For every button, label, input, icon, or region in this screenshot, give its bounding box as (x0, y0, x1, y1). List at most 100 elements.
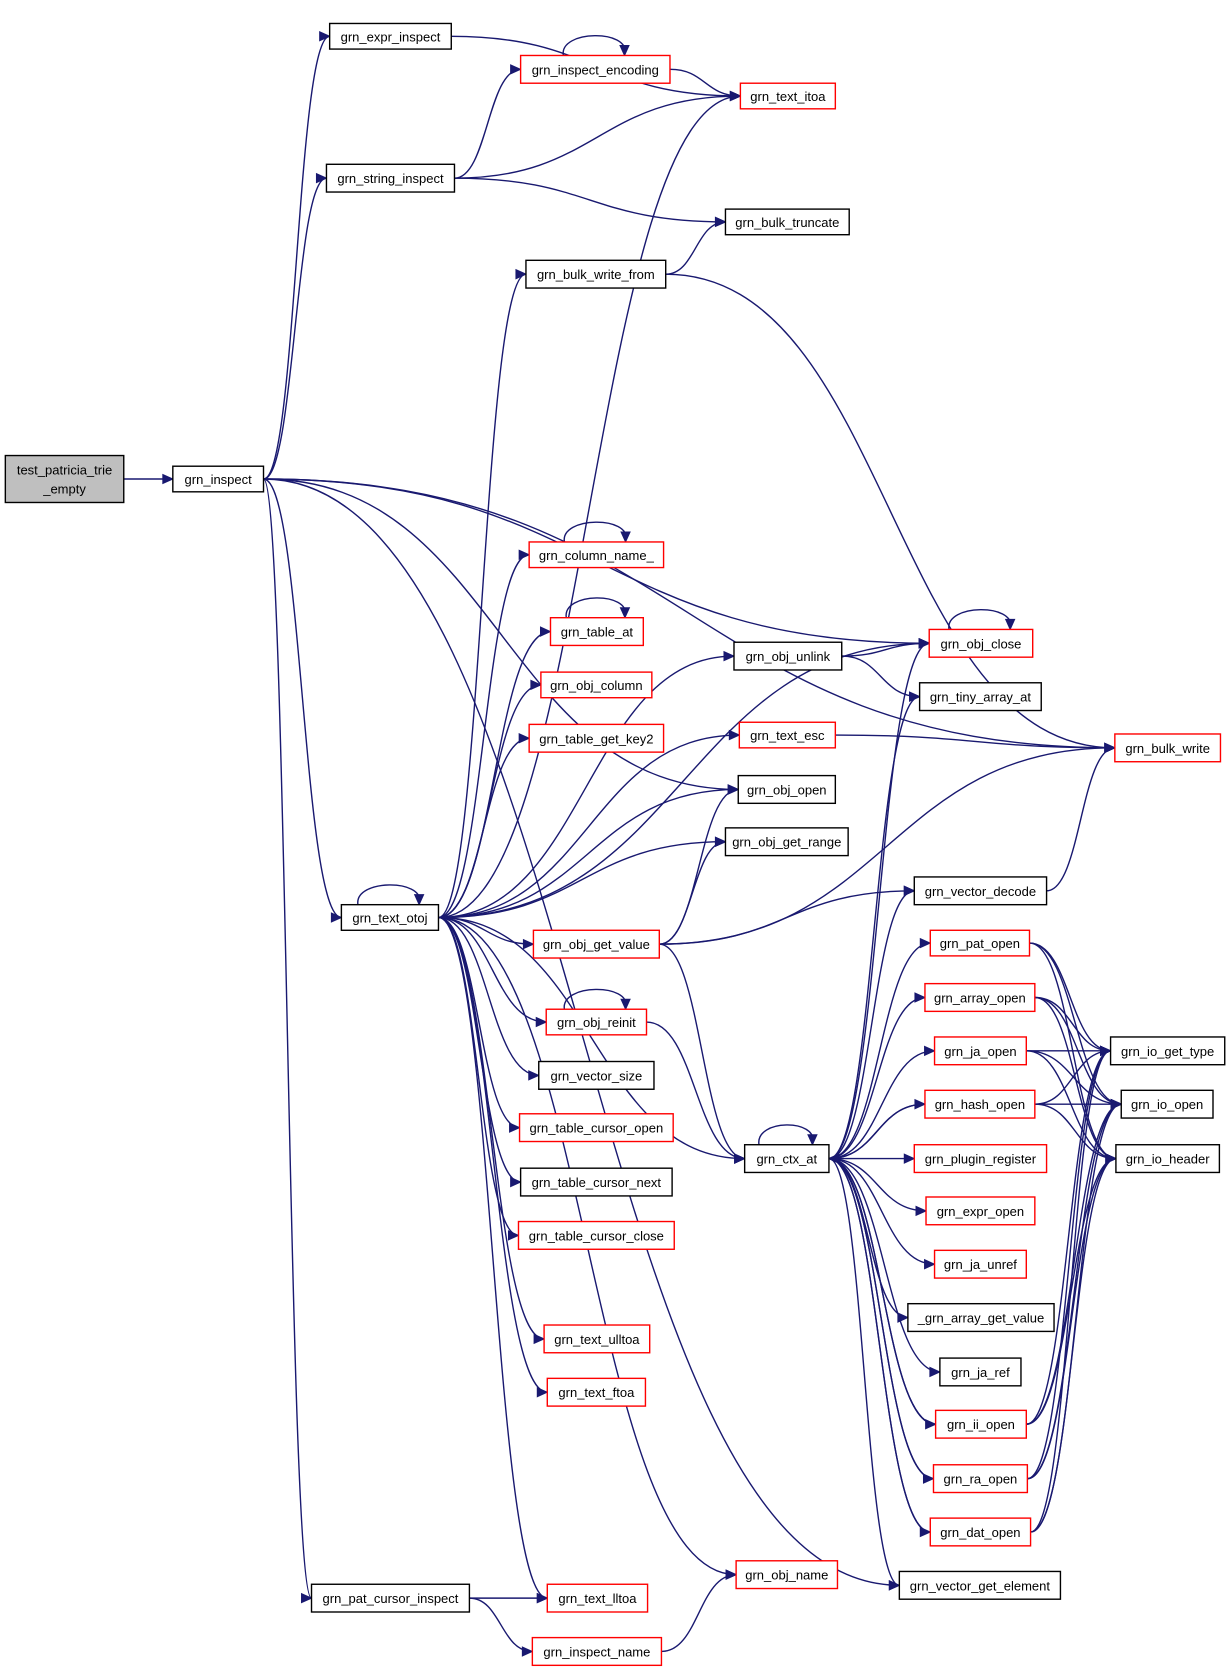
node-grn-text-ulltoa[interactable]: grn_text_ulltoa (543, 1324, 651, 1354)
node-grn-vector-get-element[interactable]: grn_vector_get_element (898, 1570, 1062, 1600)
node-grn-inspect[interactable]: grn_inspect (172, 465, 265, 493)
node-grn-obj-reinit[interactable]: grn_obj_reinit (545, 1008, 648, 1036)
call-edge-grn-ra-open-to-grn-ctx-at (828, 1157, 934, 1480)
call-edge-grn-obj-reinit-to-grn-ctx-at (646, 1021, 745, 1160)
node-grn-text-otoj[interactable]: grn_text_otoj (340, 903, 440, 931)
node-label: grn_bulk_write (1125, 741, 1210, 756)
node-grn-expr-inspect[interactable]: grn_expr_inspect (328, 22, 452, 50)
node-grn-table-cursor-open[interactable]: grn_table_cursor_open (518, 1113, 674, 1143)
node-label: grn_ja_open (944, 1044, 1016, 1059)
node-grn-bulk-write-from[interactable]: grn_bulk_write_from (525, 259, 667, 289)
node-grn-dat-open[interactable]: grn_dat_open (929, 1517, 1032, 1547)
node-grn-text-esc[interactable]: grn_text_esc (738, 721, 837, 749)
node-grn-bulk-truncate[interactable]: grn_bulk_truncate (724, 208, 850, 236)
node-grn-obj-close[interactable]: grn_obj_close (928, 628, 1034, 658)
call-edge-grn-inspect-name-to-grn-obj-name (661, 1573, 737, 1653)
call-edge-grn-inspect-to-grn-bulk-write (263, 478, 1115, 749)
arrowhead-icon (620, 998, 631, 1011)
arrowhead-icon (515, 268, 528, 280)
node-grn-ctx-at[interactable]: grn_ctx_at (743, 1144, 830, 1174)
node-grn-obj-get-value[interactable]: grn_obj_get_value (532, 929, 661, 959)
node-grn-pat-open[interactable]: grn_pat_open (929, 929, 1031, 957)
arrowhead-icon (509, 1122, 521, 1133)
call-edge-grn-ctx-at-to-grn-obj-close (828, 642, 930, 1160)
node-box (898, 1570, 1062, 1600)
call-edge-grn-obj-get-value-to-grn-bulk-write (659, 747, 1115, 945)
node-grn-hash-open[interactable]: grn_hash_open (924, 1089, 1036, 1119)
node-box (739, 82, 837, 110)
call-edge-grn-text-otoj-to-grn-obj-open (438, 788, 739, 919)
node-grn-bulk-write[interactable]: grn_bulk_write (1114, 733, 1222, 763)
node-label: grn_obj_column (550, 678, 643, 693)
node-grn-expr-open[interactable]: grn_expr_open (925, 1196, 1036, 1226)
arrowhead-icon (620, 531, 631, 544)
node-box (738, 721, 837, 749)
node-grn-vector-size[interactable]: grn_vector_size (538, 1060, 655, 1090)
node-box (328, 22, 452, 50)
node-grn-ra-open[interactable]: grn_ra_open (932, 1464, 1029, 1494)
node-grn-inspect-encoding[interactable]: grn_inspect_encoding (519, 54, 671, 84)
call-edge-grn-text-otoj-to-grn-text-otoj (357, 884, 420, 905)
node-grn-io-get-type[interactable]: grn_io_get_type (1109, 1036, 1226, 1066)
node-grn-ja-unref[interactable]: grn_ja_unref (933, 1249, 1028, 1279)
node-grn-text-ftoa[interactable]: grn_text_ftoa (546, 1377, 647, 1407)
arrowhead-icon (723, 650, 736, 662)
node-grn-io-open[interactable]: grn_io_open (1120, 1089, 1214, 1119)
node-grn-obj-unlink[interactable]: grn_obj_unlink (733, 641, 843, 671)
node-grn-plugin-register[interactable]: grn_plugin_register (913, 1144, 1048, 1174)
arrowhead-icon (827, 1153, 840, 1164)
node-grn-text-itoa[interactable]: grn_text_itoa (739, 82, 837, 110)
node-label: grn_pat_open (940, 936, 1020, 951)
node-box (525, 259, 667, 289)
node-box (1109, 1036, 1226, 1066)
node-grn-ii-open[interactable]: grn_ii_open (934, 1409, 1028, 1439)
arrowhead-icon (301, 1592, 313, 1604)
arrowhead-icon (888, 1580, 901, 1591)
node-box (724, 208, 850, 236)
node-box (540, 671, 653, 699)
call-edge-grn-obj-unlink-to-grn-tiny-array-at (841, 655, 920, 698)
node-box (913, 1144, 1048, 1174)
node-grn-obj-name[interactable]: grn_obj_name (735, 1560, 839, 1590)
node-box (532, 929, 661, 959)
arrowhead-icon (714, 836, 727, 848)
node-grn-io-header[interactable]: grn_io_header (1115, 1144, 1221, 1174)
node-grn-inspect-name[interactable]: grn_inspect_name (531, 1636, 663, 1667)
node-grn-vector-decode[interactable]: grn_vector_decode (913, 876, 1048, 906)
arrowhead-icon (619, 44, 630, 57)
node-grn-string-inspect[interactable]: grn_string_inspect (325, 163, 456, 193)
arrowhead-icon (924, 1045, 936, 1057)
node-grn-ja-ref[interactable]: grn_ja_ref (939, 1357, 1022, 1387)
call-edge-grn-ctx-at-to-grn-array-open (828, 996, 925, 1160)
node-grn-table-at[interactable]: grn_table_at (549, 617, 645, 647)
call-edge-grn-inspect-to-grn-pat-cursor-inspect (262, 478, 313, 1599)
node-grn-obj-get-range[interactable]: grn_obj_get_range (724, 827, 849, 857)
node-label: grn_io_open (1131, 1097, 1203, 1112)
node-box (924, 982, 1036, 1013)
node-grn-array-open[interactable]: grn_array_open (924, 982, 1036, 1013)
node-box (929, 929, 1031, 957)
call-edge-grn-dat-open-to-grn-io-get-type (1030, 1050, 1111, 1533)
call-edge-grn-ra-open-to-grn-io-get-type (1027, 1050, 1111, 1480)
node-grn-text-lltoa[interactable]: grn_text_lltoa (546, 1583, 649, 1613)
node-grn-table-get-key2[interactable]: grn_table_get_key2 (528, 723, 665, 753)
node-label: grn_table_at (561, 625, 634, 640)
node-grn-array-get-value[interactable]: _grn_array_get_value (907, 1302, 1055, 1333)
node-box (932, 1464, 1029, 1494)
node-label: grn_text_itoa (750, 89, 826, 104)
node-label: grn_text_otoj (352, 910, 427, 925)
node-label: grn_table_cursor_open (530, 1121, 664, 1136)
arrowhead-icon (518, 732, 531, 744)
node-label: grn_text_ulltoa (554, 1332, 640, 1347)
call-edge-grn-ctx-at-to-grn-tiny-array-at (828, 695, 920, 1160)
node-grn-obj-open[interactable]: grn_obj_open (737, 774, 837, 805)
node-grn-pat-cursor-inspect[interactable]: grn_pat_cursor_inspect (310, 1583, 471, 1613)
node-test-patricia-trie-empty[interactable]: test_patricia_trie_empty (4, 454, 125, 504)
node-grn-table-cursor-next[interactable]: grn_table_cursor_next (519, 1167, 673, 1197)
call-edge-grn-vector-decode-to-grn-bulk-write (1046, 747, 1115, 892)
node-grn-column-name[interactable]: grn_column_name_ (528, 541, 665, 569)
node-grn-tiny-array-at[interactable]: grn_tiny_array_at (918, 682, 1042, 712)
node-grn-ja-open[interactable]: grn_ja_open (933, 1036, 1028, 1066)
node-grn-table-cursor-close[interactable]: grn_table_cursor_close (517, 1220, 675, 1250)
node-grn-obj-column[interactable]: grn_obj_column (540, 671, 653, 699)
